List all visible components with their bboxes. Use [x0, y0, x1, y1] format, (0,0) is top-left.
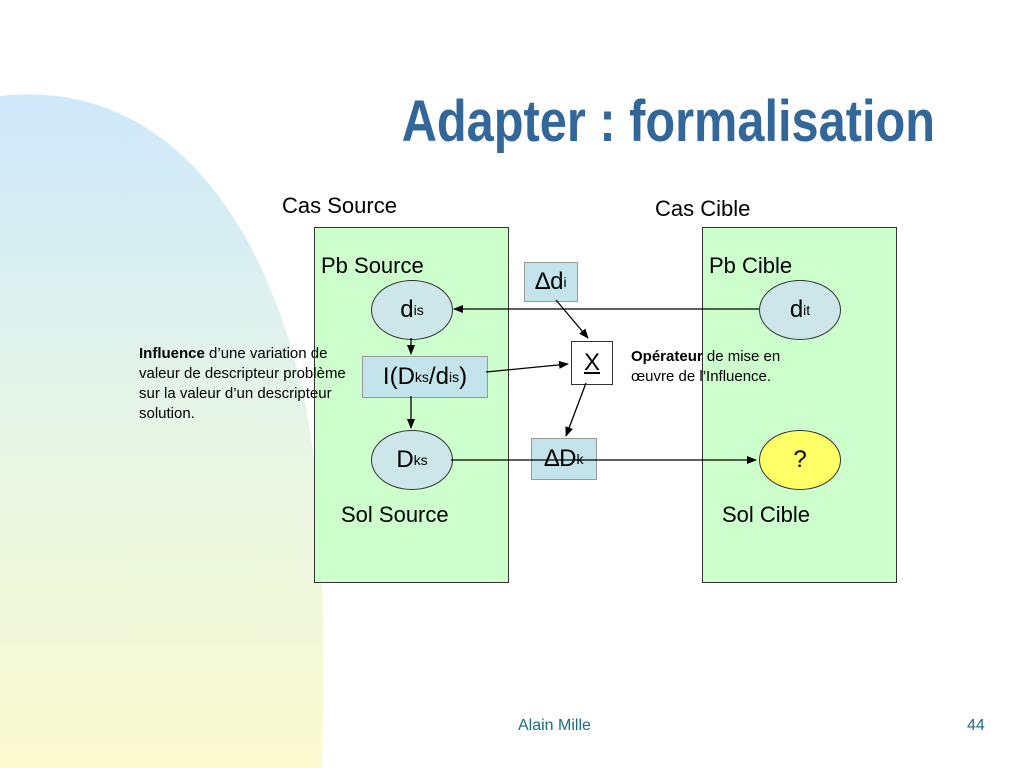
delta-solution-base: ∆D [544, 445, 577, 472]
operator-note-bold: Opérateur [631, 348, 703, 365]
target-case-label: Cas Cible [655, 196, 751, 221]
target-descriptor-base: d [789, 296, 804, 323]
influence-suffix: ) [459, 363, 468, 390]
unknown-solution-node: ? [759, 430, 841, 490]
source-case-label: Cas Source [282, 193, 397, 218]
influence-note: Influence d’une variation de valeur de d… [139, 344, 349, 424]
target-solution-label: Sol Cible [722, 502, 811, 527]
source-descriptor-base: d [400, 296, 414, 323]
influence-note-text: d’une variation de valeur de descripteur… [139, 345, 346, 422]
influence-prefix: I(D [382, 363, 415, 390]
slide-title: Adapter : formalisation [401, 89, 935, 154]
source-solution-base: D [396, 446, 414, 473]
source-solution-label: Sol Source [341, 502, 449, 527]
unknown-symbol: ? [793, 446, 807, 473]
operator-symbol: X [583, 349, 600, 376]
operator-note: Opérateur de mise en œuvre de l’Influenc… [631, 347, 811, 387]
target-problem-label: Pb Cible [709, 253, 793, 278]
operator-note-text: de mise en œuvre de l’Influence. [631, 348, 781, 385]
delta-descriptor-base: ∆d [535, 268, 564, 295]
operator-box: X [571, 341, 613, 385]
footer-author: Alain Mille [518, 717, 591, 734]
source-problem-label: Pb Source [321, 253, 424, 278]
influence-note-bold: Influence [139, 345, 205, 362]
footer-page-number: 44 [967, 717, 985, 734]
influence-mid: /d [428, 363, 449, 390]
